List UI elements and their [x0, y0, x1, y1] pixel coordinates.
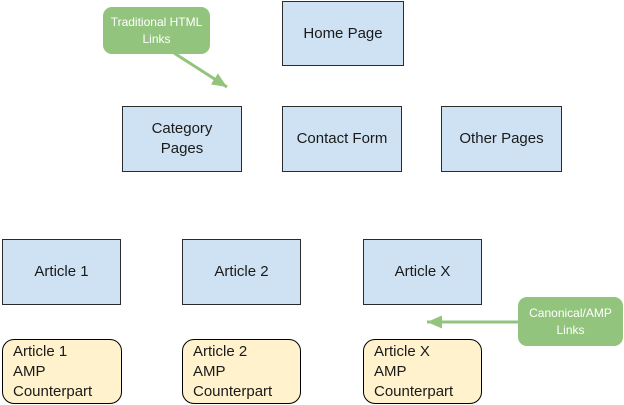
callout-traditional-html-links: Traditional HTML Links — [103, 7, 210, 54]
node-category-pages: Category Pages — [122, 106, 242, 172]
node-article-1-amp-counterpart: Article 1 AMP Counterpart — [2, 339, 122, 404]
node-home-page: Home Page — [282, 1, 404, 66]
node-article-2: Article 2 — [182, 239, 301, 305]
node-contact-form: Contact Form — [282, 106, 402, 172]
node-article-x-amp-counterpart: Article X AMP Counterpart — [363, 339, 482, 404]
node-other-pages: Other Pages — [441, 106, 562, 172]
node-article-x: Article X — [363, 239, 482, 305]
node-article-1: Article 1 — [2, 239, 121, 305]
node-article-2-amp-counterpart: Article 2 AMP Counterpart — [182, 339, 301, 404]
traditional-links-arrow — [173, 51, 228, 89]
callout-canonical-amp-links: Canonical/AMP Links — [518, 297, 623, 346]
